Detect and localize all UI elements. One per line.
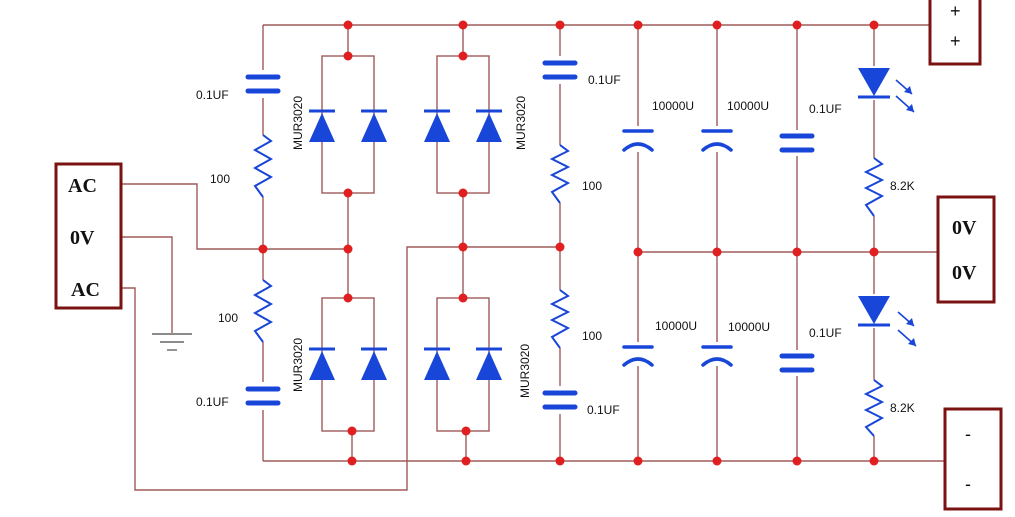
label-electrolytic-1: 10000U [652, 99, 694, 113]
negative-terminal-2: - [965, 474, 971, 494]
label-right-res-top: 100 [582, 179, 602, 193]
label-diode-2: MUR3020 [514, 96, 528, 150]
negative-terminal-1: - [965, 424, 971, 444]
right-capacitor-bottom [542, 386, 578, 414]
label-led-resistor-top: 8.2K [890, 179, 915, 193]
label-snubber-res-top: 100 [210, 172, 230, 186]
label-electrolytic-3: 10000U [655, 319, 697, 333]
diode-pair-1 [309, 109, 387, 142]
label-diode-1: MUR3020 [291, 96, 305, 150]
label-diode-4: MUR3020 [518, 344, 532, 398]
led-top [856, 66, 915, 113]
electrolytic-capacitor-2 [701, 126, 733, 152]
label-right-res-bottom: 100 [582, 329, 602, 343]
output-terminal-positive: + + [928, 0, 982, 66]
snubber-capacitor-bottom [245, 382, 281, 410]
snubber-resistor-bottom [252, 279, 274, 343]
output-terminal-negative: - - [943, 407, 1003, 511]
snubber-capacitor-top [245, 70, 281, 98]
zero-terminal-2: 0V [952, 262, 977, 284]
label-snubber-cap-top: 0.1UF [196, 88, 229, 102]
label-snubber-cap-bottom: 0.1UF [196, 395, 229, 409]
label-right-cap-top: 0.1UF [588, 73, 621, 87]
led-resistor-bottom [863, 379, 885, 437]
input-terminal-ac1: AC [68, 175, 97, 197]
diode-pair-3 [309, 347, 387, 380]
label-diode-3: MUR3020 [291, 338, 305, 392]
label-electrolytic-4: 10000U [728, 320, 770, 334]
label-electrolytic-2: 10000U [727, 99, 769, 113]
right-resistor-top [549, 144, 571, 204]
right-resistor-bottom [549, 289, 571, 349]
wires [122, 24, 945, 491]
right-capacitor-top [542, 56, 578, 84]
label-film-cap-bottom: 0.1UF [809, 326, 842, 340]
input-terminal-block: AC 0V AC [54, 162, 123, 310]
label-snubber-res-bottom: 100 [218, 311, 238, 325]
input-terminal-0v: 0V [70, 227, 95, 249]
snubber-resistor-top [252, 134, 274, 198]
label-led-resistor-bottom: 8.2K [890, 401, 915, 415]
diode-pair-4 [424, 347, 502, 380]
electrolytic-capacitor-1 [622, 126, 654, 152]
film-capacitor-top [779, 130, 815, 156]
film-capacitor-bottom [779, 350, 815, 376]
electrolytic-capacitor-3 [622, 342, 654, 367]
diode-pair-2 [424, 109, 502, 142]
output-terminal-zero: 0V 0V [936, 195, 996, 304]
electrolytic-capacitor-4 [701, 342, 733, 367]
positive-terminal-1: + [950, 1, 961, 21]
label-right-cap-bottom: 0.1UF [587, 403, 620, 417]
junction-nodes [258, 20, 879, 466]
led-bottom [856, 294, 917, 347]
zero-terminal-1: 0V [952, 217, 977, 239]
input-terminal-ac2: AC [71, 279, 100, 301]
label-film-cap-top: 0.1UF [809, 102, 842, 116]
led-resistor-top [863, 157, 885, 217]
ground-icon [152, 333, 192, 351]
positive-terminal-2: + [950, 31, 961, 51]
